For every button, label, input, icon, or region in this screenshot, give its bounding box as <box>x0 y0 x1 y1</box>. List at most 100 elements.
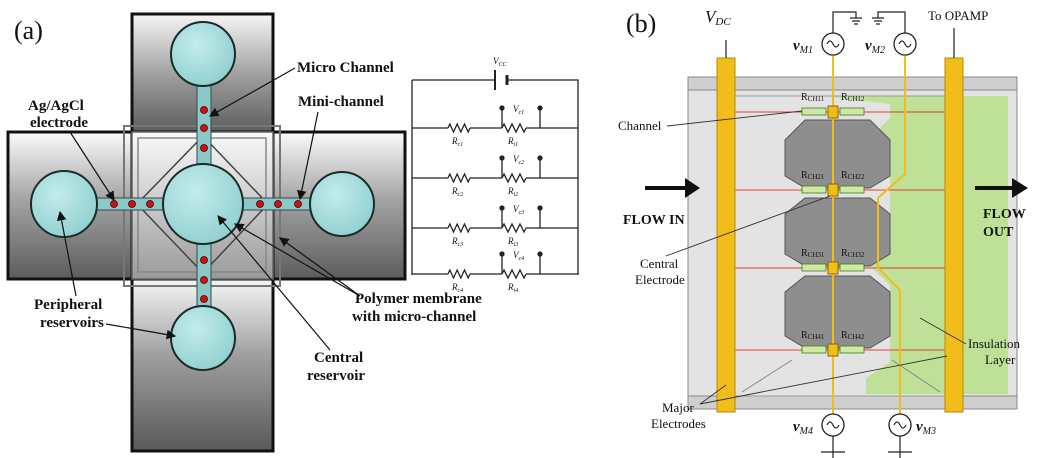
panel-a-label: (a) <box>14 16 43 45</box>
source-label: vM4 <box>793 419 813 437</box>
leader-major-left <box>699 384 727 405</box>
micro-channel <box>801 185 827 194</box>
leader-micro-channel <box>208 67 296 117</box>
rch-label: RCH12 <box>841 92 865 103</box>
rc-label-sub: c3 <box>458 242 464 248</box>
source-sub: M1 <box>799 45 813 56</box>
chip-top-bar <box>687 76 1018 91</box>
v-label-main: V <box>513 104 520 114</box>
resistor-rc <box>447 222 471 234</box>
ri-label-sub: i2 <box>514 192 519 198</box>
channel-label: Channel <box>618 118 662 133</box>
panel-b-text: VDC To OPAMP Channel FLOW IN FLOW OUT Ce… <box>618 7 1026 431</box>
ri-label-sub: i4 <box>514 287 519 294</box>
leader-major-right <box>699 355 948 405</box>
electrode-dots <box>110 106 302 303</box>
rc-label-sub: c1 <box>458 142 464 148</box>
circuit-rows <box>412 105 578 280</box>
rch-sub: CH12 <box>848 95 865 103</box>
v-label-sub: c2 <box>519 160 525 166</box>
source-main: v <box>793 419 800 435</box>
ground-icon <box>850 17 862 25</box>
major-electrodes-label-2: Electrodes <box>651 416 706 431</box>
insulation-label-2: Layer <box>985 352 1016 367</box>
v-label: Vc4 <box>513 250 524 262</box>
leader-channel <box>666 110 803 127</box>
label-reservoirs: reservoirs <box>40 315 104 331</box>
circuit <box>411 70 579 280</box>
label-reservoir: reservoir <box>307 368 365 384</box>
electrode-dot <box>200 276 208 284</box>
source-sub: M3 <box>922 426 936 437</box>
rc-label: Rc2 <box>451 186 463 198</box>
rch-main: R <box>841 248 848 259</box>
central-electrode <box>827 261 839 275</box>
v-label: Vc2 <box>513 154 524 166</box>
panel-b-label: (b) <box>626 9 656 38</box>
leader-polymer-1 <box>233 223 361 297</box>
v-label-main: V <box>513 154 520 164</box>
electrode-dot <box>146 200 154 208</box>
rc-label: Rc3 <box>451 236 463 248</box>
sine-icon <box>893 421 907 429</box>
electrode-dot <box>128 200 136 208</box>
rc-label-main: R <box>451 136 458 146</box>
v-label-sub: c3 <box>519 210 525 216</box>
leader-insulation <box>919 317 967 345</box>
rch-sub: CH42 <box>848 333 865 341</box>
to-opamp-label: To OPAMP <box>928 8 988 23</box>
vcc-sub: CC <box>499 62 508 68</box>
rch-label: RCH22 <box>841 170 865 181</box>
leader-mini-channel <box>297 111 319 201</box>
panel-a-annotations: Micro Channel Ag/AgCl electrode Mini-cha… <box>28 60 482 384</box>
source-sub: M2 <box>871 45 885 56</box>
rch-label: RCH11 <box>801 92 825 103</box>
vdc-sub: DC <box>714 16 731 28</box>
resistor-rc <box>447 172 471 184</box>
electrode-dot <box>200 124 208 132</box>
electrode-dot <box>110 200 118 208</box>
micro-channel <box>839 263 865 272</box>
central-electrode-label-2: Electrode <box>635 272 685 287</box>
label-central: Central <box>314 350 363 366</box>
ri-label-main: R <box>507 186 514 196</box>
ground-icon <box>872 17 884 25</box>
leader-peripheral-bottom <box>105 323 177 340</box>
rch-sub: CH22 <box>848 173 865 181</box>
v-label: Vc1 <box>513 104 524 116</box>
rch-label: RCH41 <box>801 330 825 341</box>
major-electrode-left <box>716 57 736 413</box>
v-label-sub: c1 <box>519 110 525 116</box>
m1-ground-wire <box>832 11 857 33</box>
rch-label: RCH31 <box>801 248 825 259</box>
rc-label: Rc1 <box>451 136 463 148</box>
leader-electrode <box>69 131 115 202</box>
cell-3 <box>784 275 891 349</box>
resistor-rc <box>447 268 471 280</box>
rch-main: R <box>801 170 808 181</box>
panel-b-leaders <box>665 110 967 405</box>
rc-label-main: R <box>451 236 458 246</box>
resistor-ri <box>501 172 527 184</box>
micro-channels <box>801 107 865 354</box>
vcc-label: VCC <box>493 56 508 68</box>
electrode-dot <box>256 200 264 208</box>
panel-b: (b) <box>618 7 1028 458</box>
m4-ground <box>821 436 845 458</box>
reservoir-left <box>30 170 98 238</box>
electrode-dot <box>274 200 282 208</box>
electrode-dot <box>200 106 208 114</box>
rch-main: R <box>841 170 848 181</box>
source-label: vM3 <box>916 419 936 437</box>
sine-icon <box>898 40 912 48</box>
ri-label-sub: i1 <box>514 142 519 148</box>
rc-label: Rc4 <box>451 282 463 294</box>
v-label-main: V <box>513 250 520 260</box>
ri-label: Ri4 <box>507 282 518 294</box>
micro-channel <box>801 345 827 354</box>
rch-main: R <box>841 330 848 341</box>
probe-terminal <box>537 155 543 161</box>
micro-channel <box>839 185 865 194</box>
